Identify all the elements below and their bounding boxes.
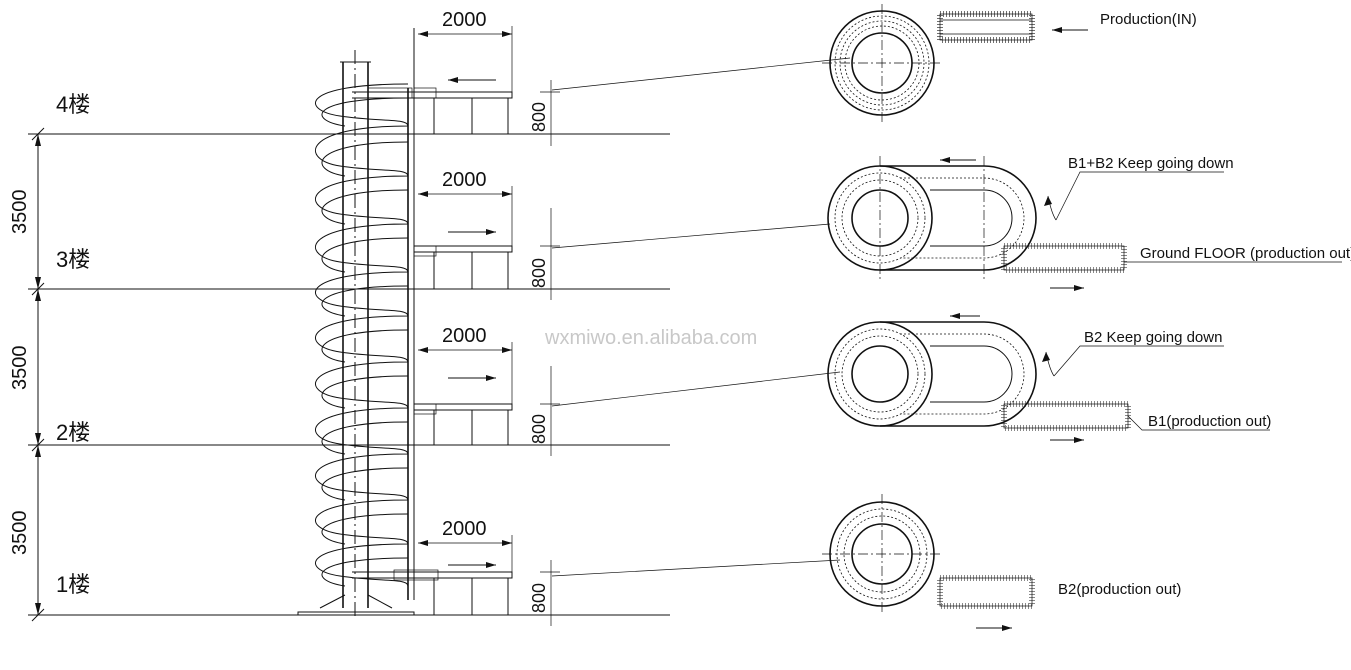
label-b2-keep-going-down: B2 Keep going down: [1084, 329, 1222, 346]
dim-800-floor-2: 800: [529, 414, 549, 444]
floor-label-3: 3楼: [56, 247, 90, 272]
label-b1-production-out: B1(production out): [1148, 413, 1271, 430]
floor-label-2: 2楼: [56, 420, 90, 445]
floor-lines: [28, 133, 670, 616]
plan-view-production-in: [822, 4, 1088, 122]
plan-view-b2: [827, 313, 1270, 443]
dim-800-floor-1: 800: [529, 583, 549, 613]
label-b2-production-out: B2(production out): [1058, 581, 1181, 598]
dim-2000-floor-3: 2000: [442, 169, 487, 191]
height-dimension-lines: [31, 127, 45, 622]
height-3500-bottom: 3500: [9, 511, 31, 556]
dim-800-floor-3: 800: [529, 258, 549, 288]
label-production-in: Production(IN): [1100, 11, 1197, 28]
dimension-800-lines: [540, 80, 560, 626]
dim-2000-floor-2: 2000: [442, 325, 487, 347]
height-3500-middle: 3500: [9, 346, 31, 391]
dim-2000-floor-1: 2000: [442, 518, 487, 540]
floor-label-4: 4楼: [56, 92, 90, 117]
dimension-2000-lines: [418, 26, 513, 572]
dim-800-floor-4: 800: [529, 102, 549, 132]
height-3500-top: 3500: [9, 190, 31, 235]
dim-2000-floor-4: 2000: [442, 9, 487, 31]
side-view-flow-arrows: [448, 77, 496, 568]
plan-view-b2-out: [822, 494, 1035, 631]
label-ground-floor: Ground FLOOR (production out): [1140, 245, 1351, 262]
label-b1-b2-keep-going-down: B1+B2 Keep going down: [1068, 155, 1234, 172]
floor-label-1: 1楼: [56, 572, 90, 597]
plan-view-b1-b2: [827, 156, 1342, 291]
floor-conveyors: [352, 87, 513, 615]
watermark: wxmiwo.en.alibaba.com: [544, 327, 757, 349]
spiral-tower: [297, 28, 415, 620]
leader-lines: [551, 57, 851, 577]
